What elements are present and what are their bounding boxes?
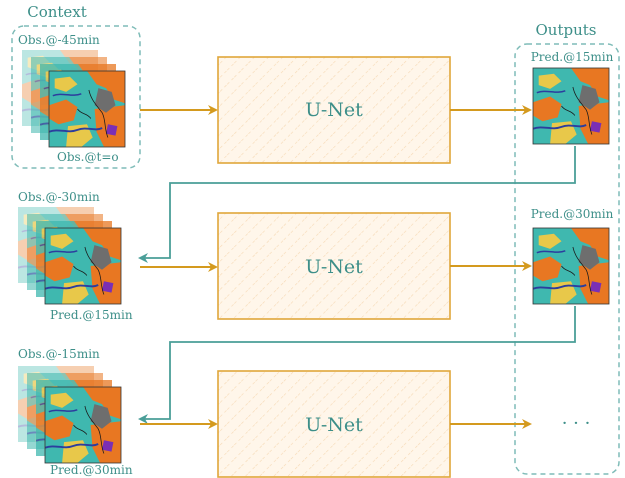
row3-input-top-label: Obs.@-15min [18, 347, 100, 361]
row1-output-map [532, 67, 610, 145]
row3-input-bottom-label: Pred.@30min [50, 463, 133, 477]
row1-input-top-label: Obs.@-45min [18, 33, 100, 47]
row2-output-map [532, 227, 610, 305]
row2-output-label: Pred.@30min [531, 207, 614, 221]
row2-input-top-label: Obs.@-30min [18, 190, 100, 204]
row1-unet-label: U-Net [305, 99, 363, 121]
row1-input-stack [22, 50, 126, 148]
output-ellipsis: · · · [562, 413, 591, 434]
row3-input-stack [18, 366, 122, 464]
row1-output-label: Pred.@15min [531, 50, 614, 64]
row2-unet-label: U-Net [305, 256, 363, 278]
row1-input-bottom-label: Obs.@t=o [57, 150, 119, 164]
row2-unet-box [217, 212, 451, 320]
row3-unet-box [217, 370, 451, 478]
row1-unet-box [217, 56, 451, 164]
feedback-arrow-2 [138, 306, 576, 424]
row2-input-bottom-label: Pred.@15min [50, 308, 133, 322]
outputs-box [514, 43, 620, 475]
row3-unet-label: U-Net [305, 414, 363, 436]
feedback-arrow-1 [138, 146, 576, 263]
row2-input-stack [18, 207, 122, 305]
outputs-label: Outputs [536, 21, 597, 39]
context-label: Context [27, 3, 87, 21]
context-box [11, 25, 141, 169]
